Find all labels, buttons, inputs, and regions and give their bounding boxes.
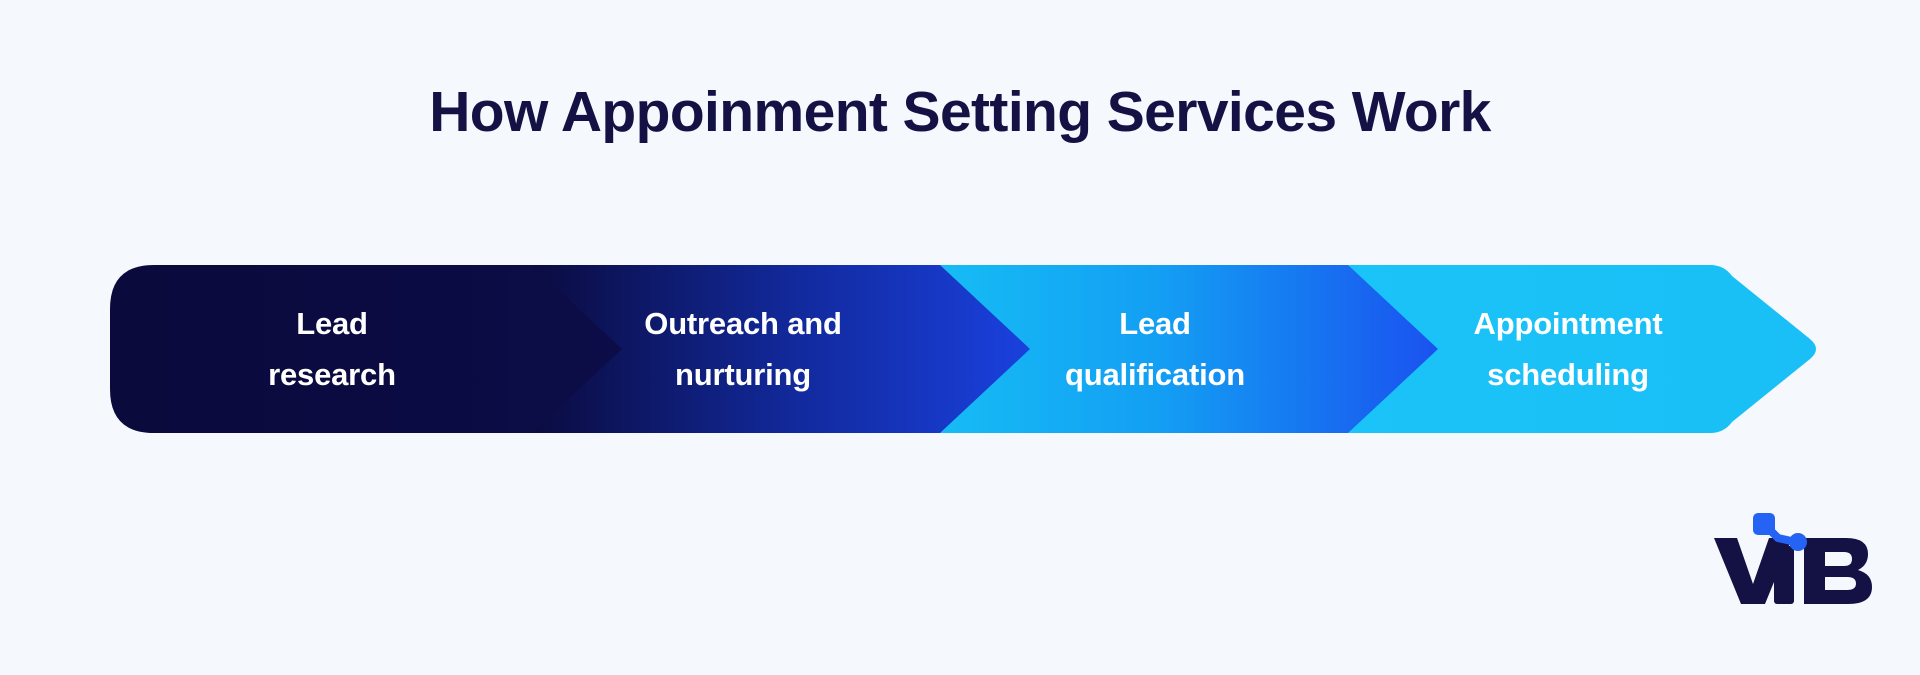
step-3-line1: Lead <box>1119 306 1191 341</box>
logo-letter-i <box>1774 546 1794 604</box>
step-2-line2: nurturing <box>675 357 811 392</box>
chevron-segment-4[interactable] <box>1338 265 1816 433</box>
step-4-line1: Appointment <box>1473 306 1663 341</box>
page-title: How Appoinment Setting Services Work <box>429 80 1491 144</box>
logo-letter-v <box>1714 538 1792 604</box>
logo-accent-square <box>1753 513 1775 535</box>
chevron-shapes <box>110 265 1816 433</box>
step-2-line1: Outreach and <box>644 306 842 341</box>
step-2-label[interactable]: Outreach and nurturing <box>538 265 948 433</box>
step-1-label[interactable]: Lead research <box>122 265 542 433</box>
logo-accent-dot <box>1789 533 1807 551</box>
logo-letter-b <box>1804 538 1872 604</box>
step-1-line1: Lead <box>296 306 368 341</box>
vib-logo[interactable] <box>1712 512 1880 608</box>
process-flow-diagram: Lead research Outreach and nurturing Lea… <box>110 265 1820 433</box>
chevron-segment-3[interactable] <box>930 265 1438 433</box>
chevron-segment-2[interactable] <box>522 265 1030 433</box>
step-1-line2: research <box>268 357 396 392</box>
step-3-label[interactable]: Lead qualification <box>950 265 1360 433</box>
chevron-segment-1[interactable] <box>110 265 622 433</box>
chevron-labels: Lead research Outreach and nurturing Lea… <box>110 265 1820 433</box>
step-4-label[interactable]: Appointment scheduling <box>1358 265 1778 433</box>
step-4-line2: scheduling <box>1487 357 1649 392</box>
step-3-line2: qualification <box>1065 357 1245 392</box>
vib-logo-mark <box>1714 513 1872 604</box>
